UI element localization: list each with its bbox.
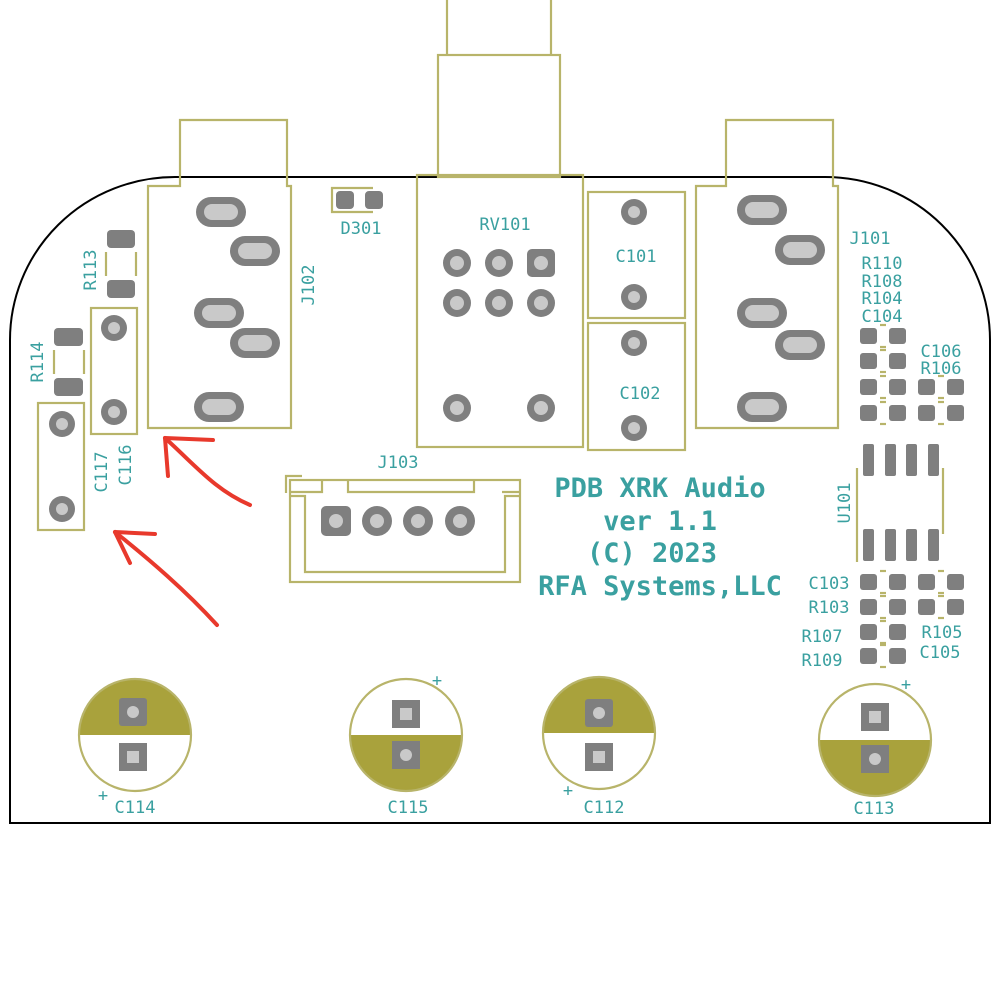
polarity-plus: + [901, 675, 911, 695]
ref-j103: J103 [378, 453, 419, 473]
smd-pad [918, 405, 935, 421]
ref-r104: R104 [862, 289, 903, 309]
audio-jack-j102: J102 [146, 118, 319, 430]
smd-footprint [860, 619, 906, 645]
smd-pad [860, 353, 877, 369]
smd-footprint [918, 569, 964, 595]
board-title-block: PDB XRK Audio ver 1.1 (C) 2023 RFA Syste… [538, 473, 782, 602]
ref-r109: R109 [802, 651, 843, 671]
ref-r113: R113 [81, 250, 101, 291]
smd-pad [889, 599, 906, 615]
board-company: RFA Systems,LLC [538, 571, 782, 602]
ref-u101: U101 [835, 483, 855, 524]
ref-r108: R108 [862, 272, 903, 292]
ref-c106: C106 [921, 342, 962, 362]
capacitor-c101: C101 [586, 190, 687, 320]
polarity-plus: + [563, 781, 573, 801]
ref-j101: J101 [850, 229, 891, 249]
resistor-r113: R113 [81, 230, 138, 298]
ref-c103: C103 [809, 574, 850, 594]
ref-r114: R114 [28, 342, 48, 383]
audio-jack-j101: J101 [694, 118, 891, 430]
annotation-arrow-1 [163, 436, 252, 507]
ref-c117: C117 [92, 452, 112, 493]
smd-pad [918, 379, 935, 395]
connector-j103: J103 [284, 453, 522, 584]
smd-pad [860, 648, 877, 664]
smd-pad [889, 648, 906, 664]
smd-pad [860, 405, 877, 421]
ref-r103: R103 [809, 598, 850, 618]
smd-pad [860, 379, 877, 395]
ref-r110: R110 [862, 254, 903, 274]
potentiometer-rv101: RV101 [415, 173, 585, 449]
electrolytic-c112: + C112 [541, 675, 657, 818]
ref-r106: R106 [921, 359, 962, 379]
electrolytic-c115: + C115 [348, 671, 464, 818]
smd-footprint [860, 400, 906, 426]
board-outline [9, 176, 991, 824]
smd-footprint [860, 594, 906, 620]
ref-r107: R107 [802, 627, 843, 647]
smd-passives [860, 323, 964, 669]
smd-footprint [860, 323, 906, 349]
electrolytic-c114: + C114 [77, 677, 193, 818]
electrolytic-c113: + C113 [817, 675, 933, 819]
capacitor-c102: C102 [586, 321, 687, 452]
polarity-plus: + [432, 671, 442, 691]
board-version: ver 1.1 [603, 506, 717, 537]
top-connector [436, 0, 562, 179]
ref-c113: C113 [854, 799, 895, 819]
ref-c114: C114 [115, 798, 156, 818]
polarity-plus: + [98, 786, 108, 806]
smd-pad [889, 328, 906, 344]
smd-pad [947, 599, 964, 615]
board-copyright: (C) 2023 [587, 538, 717, 569]
smd-pad [860, 624, 877, 640]
smd-footprint [860, 374, 906, 400]
smd-pad [860, 328, 877, 344]
smd-pad [947, 405, 964, 421]
capacitor-c116: C116 [89, 306, 139, 486]
smd-pad [889, 379, 906, 395]
annotation-arrow-2 [113, 530, 219, 627]
ref-c116: C116 [116, 445, 136, 486]
ref-j102: J102 [299, 265, 319, 306]
ref-d301: D301 [341, 219, 382, 239]
smd-pad [947, 379, 964, 395]
ref-c115: C115 [388, 798, 429, 818]
smd-pad [947, 574, 964, 590]
resistor-r114: R114 [28, 328, 86, 396]
ref-rv101: RV101 [479, 215, 530, 235]
smd-footprint [860, 569, 906, 595]
capacitor-c117: C117 [36, 401, 112, 532]
smd-footprint [860, 348, 906, 374]
smd-labels: R110 R108 R104 C104 C106 R106 C103 R103 … [802, 254, 963, 671]
smd-pad [918, 599, 935, 615]
smd-pad [918, 574, 935, 590]
ref-c101: C101 [616, 247, 657, 267]
ic-u101: U101 [835, 444, 945, 562]
smd-pad [860, 574, 877, 590]
smd-pad [889, 353, 906, 369]
smd-footprint [860, 643, 906, 669]
smd-pad [889, 574, 906, 590]
ref-c102: C102 [620, 384, 661, 404]
smd-footprint [918, 400, 964, 426]
ref-c104: C104 [862, 307, 903, 327]
ref-r105: R105 [922, 623, 963, 643]
ref-c112: C112 [584, 798, 625, 818]
board-name: PDB XRK Audio [554, 473, 765, 504]
ref-c105: C105 [920, 643, 961, 663]
smd-pad [889, 405, 906, 421]
smd-pad [860, 599, 877, 615]
smd-footprint [918, 374, 964, 400]
smd-pad [889, 624, 906, 640]
diode-d301: D301 [330, 186, 383, 239]
smd-footprint [918, 594, 964, 620]
